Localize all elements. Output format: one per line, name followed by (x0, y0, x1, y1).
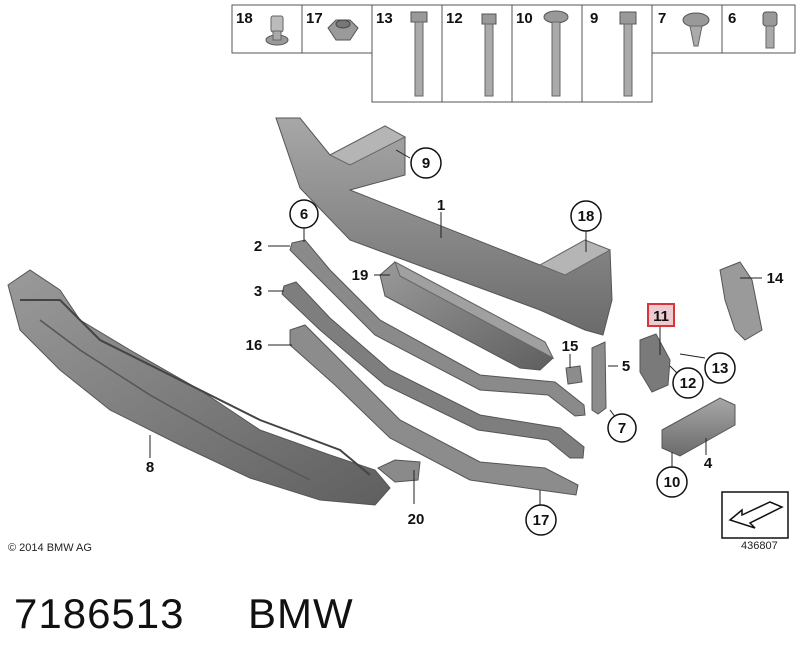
callout-14: 14 (767, 270, 784, 287)
bracket-20 (377, 459, 421, 483)
callout-5: 5 (622, 358, 630, 375)
bolt-9-icon (619, 11, 637, 97)
bracket-5 (591, 341, 607, 415)
header-part-6: 6 (728, 10, 736, 27)
callout-6: 6 (300, 206, 308, 223)
callout-2: 2 (254, 238, 262, 255)
callout-3: 3 (254, 283, 262, 300)
callout-circles (289, 147, 736, 536)
callout-17: 17 (533, 512, 550, 529)
bracket-12 (639, 333, 671, 393)
header-part-18: 18 (236, 10, 253, 27)
header-part-9: 9 (590, 10, 598, 27)
header-part-12: 12 (446, 10, 463, 27)
bracket-15 (565, 365, 583, 385)
trim-strip-3 (281, 281, 585, 459)
callout-10: 10 (664, 474, 681, 491)
callout-15: 15 (562, 338, 579, 355)
part-number: 7186513 (14, 590, 185, 637)
callout-7: 7 (618, 420, 626, 437)
bolt-12-icon (481, 13, 497, 97)
header-part-13: 13 (376, 10, 393, 27)
nut-icon (327, 19, 359, 41)
callout-12: 12 (680, 375, 697, 392)
clip-icon (265, 15, 289, 46)
front-energy-absorber (7, 269, 391, 506)
screw-6-icon (762, 11, 778, 49)
callout-8: 8 (146, 459, 154, 476)
diagram-reference-number: 436807 (741, 540, 778, 552)
impact-absorber (379, 260, 555, 371)
parts-diagram: 18 17 13 12 10 9 7 6 (7, 4, 796, 539)
header-parts-table: 18 17 13 12 10 9 7 6 (231, 4, 796, 103)
block-4 (661, 397, 736, 457)
callout-1: 1 (437, 197, 445, 214)
callout-11: 11 (653, 308, 669, 325)
callout-13: 13 (712, 360, 729, 377)
callout-9: 9 (422, 155, 430, 172)
callout-20: 20 (408, 511, 425, 528)
bolt-13-icon (410, 11, 428, 97)
highlight-box-11 (647, 303, 675, 327)
view-reference-icon (721, 491, 789, 539)
header-part-17: 17 (306, 10, 323, 27)
callout-18: 18 (578, 208, 595, 225)
bracket-14 (719, 261, 763, 341)
leader-lines (149, 149, 762, 505)
trim-strip-2 (289, 239, 586, 417)
header-part-7: 7 (658, 10, 666, 27)
brand-name: BMW (248, 590, 354, 637)
header-part-10: 10 (516, 10, 533, 27)
copyright-text: © 2014 BMW AG (8, 542, 92, 554)
callout-16: 16 (246, 337, 263, 354)
rivet-icon (682, 12, 710, 47)
callout-4: 4 (704, 455, 713, 472)
callout-19: 19 (352, 267, 369, 284)
trim-strip-16 (289, 324, 579, 496)
bumper-carrier-beam (275, 117, 613, 336)
screw-10-icon (543, 10, 569, 97)
